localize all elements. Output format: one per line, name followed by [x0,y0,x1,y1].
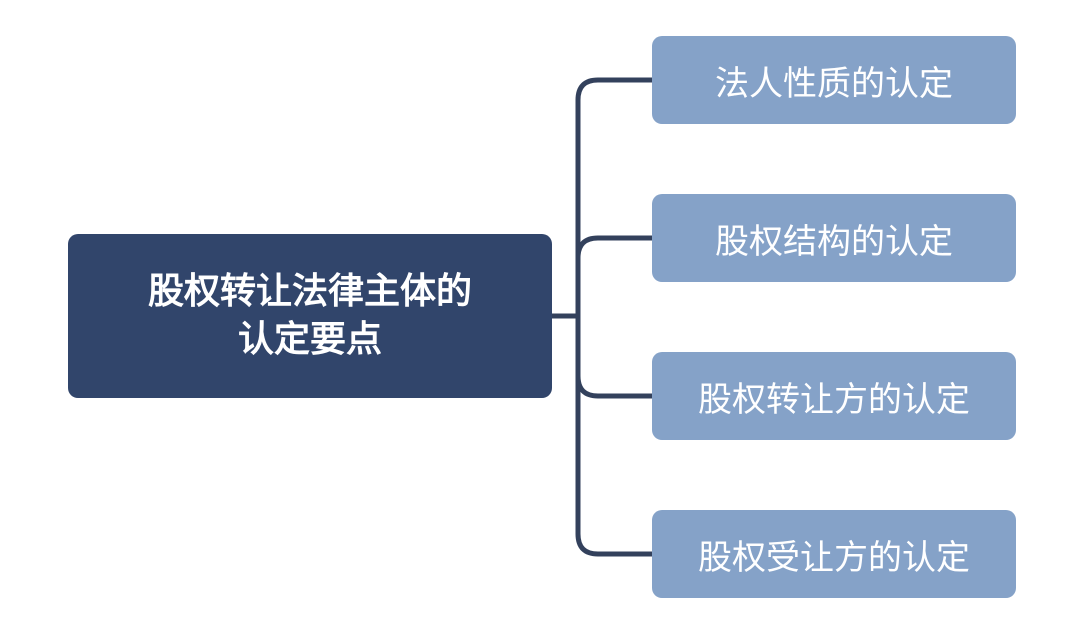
subtopic-label: 股权转让方的认定 [698,379,970,420]
root-topic-node[interactable]: 股权转让法律主体的 认定要点 [68,234,552,398]
subtopic-label: 法人性质的认定 [715,63,953,104]
branch-trunk [575,77,655,557]
subtopic-node[interactable]: 法人性质的认定 [652,36,1016,124]
root-topic-line-2: 认定要点 [237,319,382,360]
subtopic-node[interactable]: 股权结构的认定 [652,194,1016,282]
branch-connector-1 [575,235,655,261]
subtopic-node[interactable]: 股权受让方的认定 [652,510,1016,598]
branch-connector-2 [575,373,655,399]
subtopic-label: 股权受让方的认定 [698,537,970,578]
subtopic-label: 股权结构的认定 [715,221,953,262]
subtopic-node[interactable]: 股权转让方的认定 [652,352,1016,440]
root-topic-line-1: 股权转让法律主体的 [147,271,472,312]
